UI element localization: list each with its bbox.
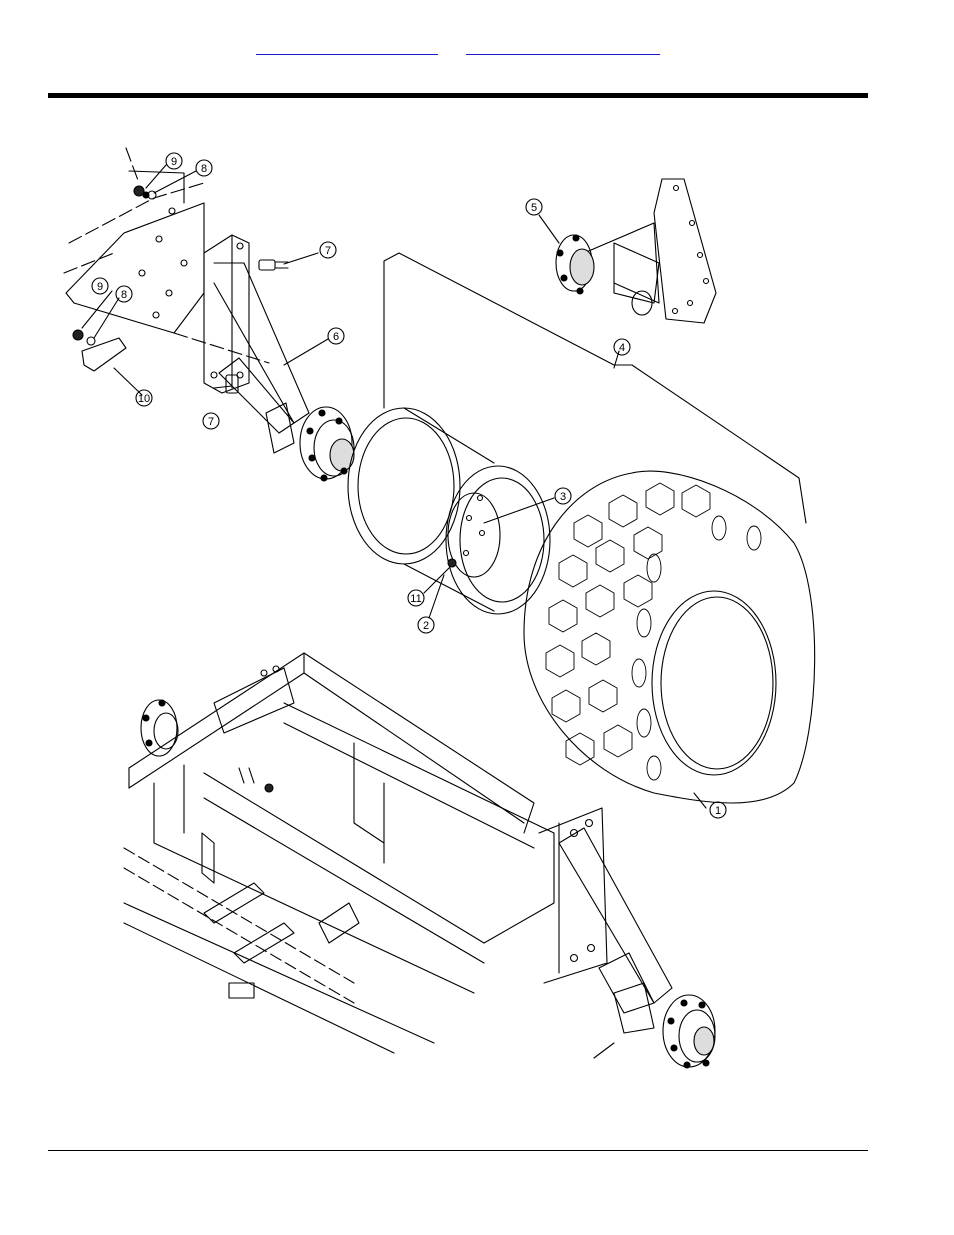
assembly-bracket-line: [384, 253, 806, 523]
callout-1: 1: [715, 805, 721, 817]
parts-diagram: 9 8 7 9 8 10 6 7 5 4 3 11 2 1: [54, 143, 820, 1075]
callout-8-left: 8: [121, 289, 127, 301]
footer-rule: [48, 1150, 868, 1151]
callout-4: 4: [619, 342, 625, 354]
callout-7-lower: 7: [208, 416, 214, 428]
bolt-upper: [259, 260, 288, 270]
axle-arm-lower: [539, 808, 715, 1068]
callout-9-left: 9: [97, 281, 103, 293]
header-rule: [48, 93, 868, 98]
axle-arm-upper: [204, 235, 354, 481]
header-link-1[interactable]: [256, 38, 438, 55]
callout-3: 3: [560, 491, 566, 503]
spindle-detail: [556, 179, 716, 323]
nut-washer-left: [73, 330, 126, 371]
wheel-rim: [348, 408, 550, 614]
callout-5: 5: [531, 202, 537, 214]
callout-10: 10: [138, 393, 150, 405]
callout-7-upper: 7: [325, 245, 331, 257]
callout-11: 11: [410, 593, 421, 605]
upper-frame-section: [64, 148, 269, 363]
callout-6: 6: [333, 331, 339, 343]
callout-2: 2: [423, 620, 429, 632]
tire: [524, 471, 815, 803]
lower-chassis-frame: [124, 653, 554, 1053]
header-link-2[interactable]: [466, 38, 660, 55]
callout-9-top: 9: [171, 156, 177, 168]
callout-8-top: 8: [201, 163, 207, 175]
